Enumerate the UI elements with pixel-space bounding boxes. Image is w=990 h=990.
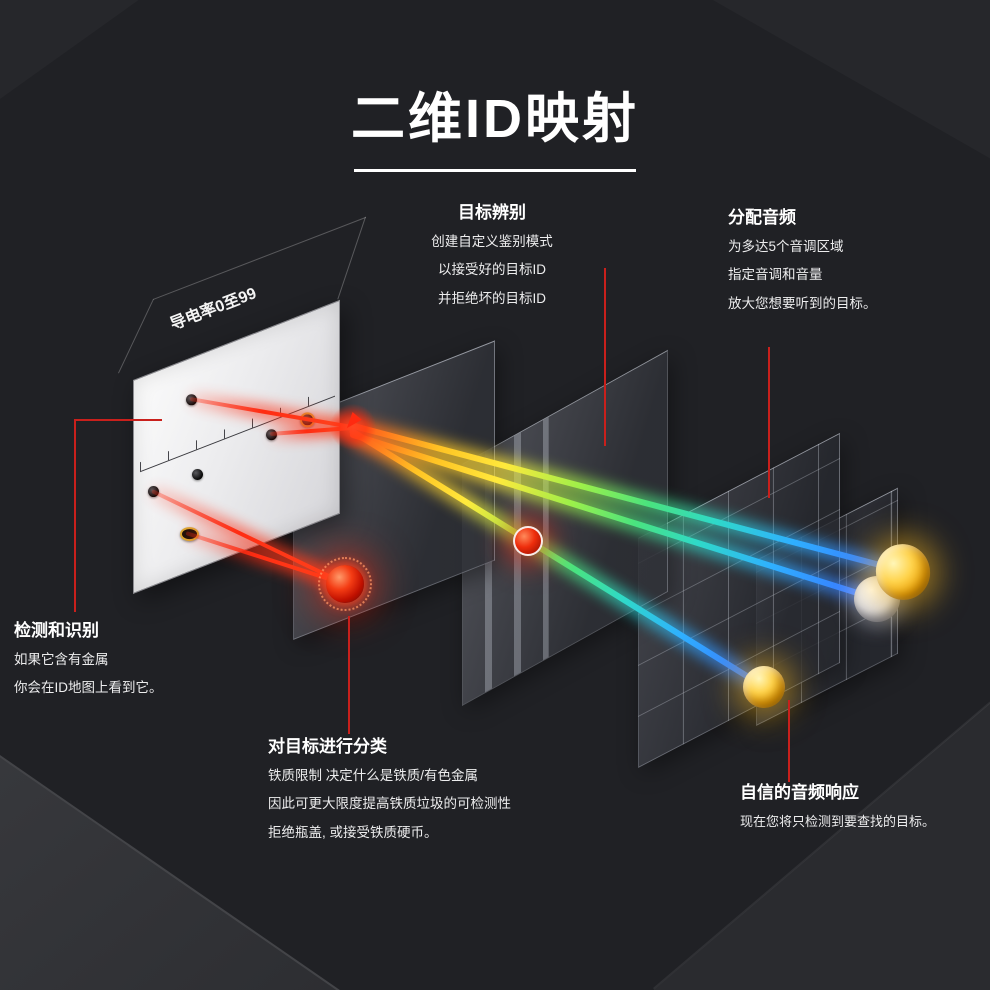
glass-panel-edge xyxy=(153,216,367,300)
pointer-line-classify xyxy=(348,616,350,734)
conductivity-scale-ticks xyxy=(140,386,335,473)
note-line: 并拒绝坏的目标ID xyxy=(438,290,546,306)
pointer-line-confident xyxy=(788,700,790,782)
glass-panel-edge xyxy=(337,216,366,300)
target-glow-ring xyxy=(318,557,372,611)
note-line: 为多达5个音调区域 xyxy=(728,239,844,254)
note-assign-audio: 分配音频 为多达5个音调区域 指定音调和音量 放大您想要听到的目标。 xyxy=(728,203,958,322)
pointer-line-detect-horizontal xyxy=(74,419,162,421)
pointer-line-audio xyxy=(768,347,770,498)
note-line: 如果它含有金属 xyxy=(14,652,109,667)
note-line: 现在您将只检测到要查找的目标。 xyxy=(740,814,936,829)
target-dot-gold-oval xyxy=(180,527,199,542)
note-line: 你会在ID地图上看到它。 xyxy=(14,680,163,696)
note-heading: 目标辨别 xyxy=(458,203,526,222)
note-line: 铁质限制 决定什么是铁质/有色金属 xyxy=(268,768,479,783)
title-underline xyxy=(354,169,636,172)
target-dot xyxy=(148,486,159,498)
note-heading: 检测和识别 xyxy=(14,621,99,640)
facet-seam-line xyxy=(653,701,990,990)
id-map-panel-4 xyxy=(638,432,840,768)
note-line: 拒绝瓶盖, 或接受铁质硬币。 xyxy=(268,824,438,840)
note-target-discrimination: 目标辨别 创建自定义鉴别模式 以接受好的目标ID 并拒绝坏的目标ID xyxy=(392,198,592,317)
note-line: 以接受好的目标ID xyxy=(438,262,546,278)
pointer-line-discrimination xyxy=(604,268,606,446)
note-line: 放大您想要听到的目标。 xyxy=(728,295,877,311)
note-heading: 分配音频 xyxy=(728,208,796,227)
page-title-block: 二维ID映射 xyxy=(0,74,990,172)
note-classify-targets: 对目标进行分类 铁质限制 决定什么是铁质/有色金属 因此可更大限度提高铁质垃圾的… xyxy=(268,732,598,851)
note-heading: 自信的音频响应 xyxy=(740,783,859,802)
note-confident-audio: 自信的音频响应 现在您将只检测到要查找的目标。 xyxy=(740,778,980,840)
pointer-line-detect-vertical xyxy=(74,419,76,612)
target-dot xyxy=(186,394,197,406)
note-line: 指定音调和音量 xyxy=(728,267,823,283)
coin-gold-small xyxy=(743,666,785,708)
glass-panel-edge xyxy=(118,298,154,374)
detected-target-glow-small xyxy=(513,526,543,556)
note-heading: 对目标进行分类 xyxy=(268,737,387,756)
detected-target-glow-large xyxy=(318,557,372,611)
note-detect-identify: 检测和识别 如果它含有金属 你会在ID地图上看到它。 xyxy=(14,616,244,707)
target-dot xyxy=(192,468,203,480)
note-line: 因此可更大限度提高铁质垃圾的可检测性 xyxy=(268,796,511,812)
target-dot xyxy=(266,429,277,441)
target-dot-gold-ring xyxy=(300,412,315,428)
impact-spark xyxy=(330,404,376,450)
page-title: 二维ID映射 xyxy=(351,89,639,149)
note-line: 创建自定义鉴别模式 xyxy=(431,234,553,249)
